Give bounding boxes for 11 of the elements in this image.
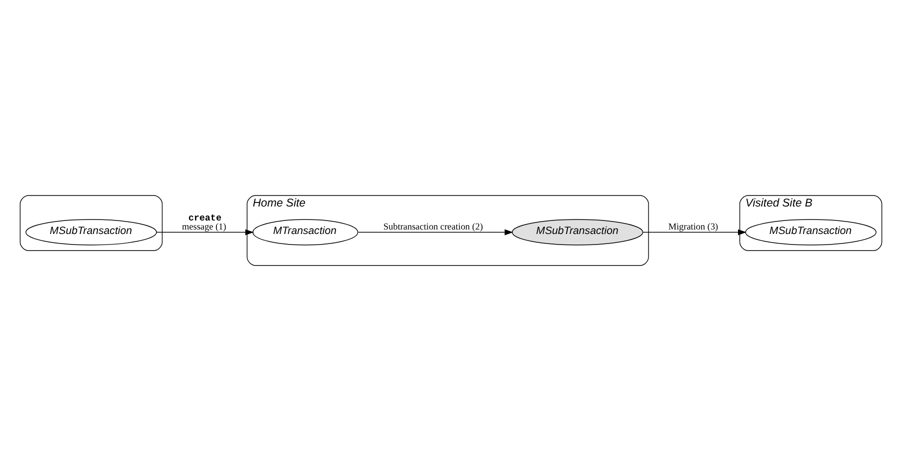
node-ellipse: MTransaction xyxy=(252,219,358,246)
node-ellipse: MSubTransaction xyxy=(745,219,876,246)
node-ellipse: MSubTransaction xyxy=(512,219,644,246)
arrow xyxy=(642,229,746,236)
node-ellipse: MSubTransaction xyxy=(26,219,157,246)
cluster xyxy=(20,195,163,252)
arrow xyxy=(156,229,254,236)
edge-label: Subtransaction creation (2) xyxy=(383,222,483,232)
edge-label: Migration (3) xyxy=(668,222,718,232)
arrow xyxy=(358,229,514,236)
edge-label: create message (1) xyxy=(182,212,226,232)
